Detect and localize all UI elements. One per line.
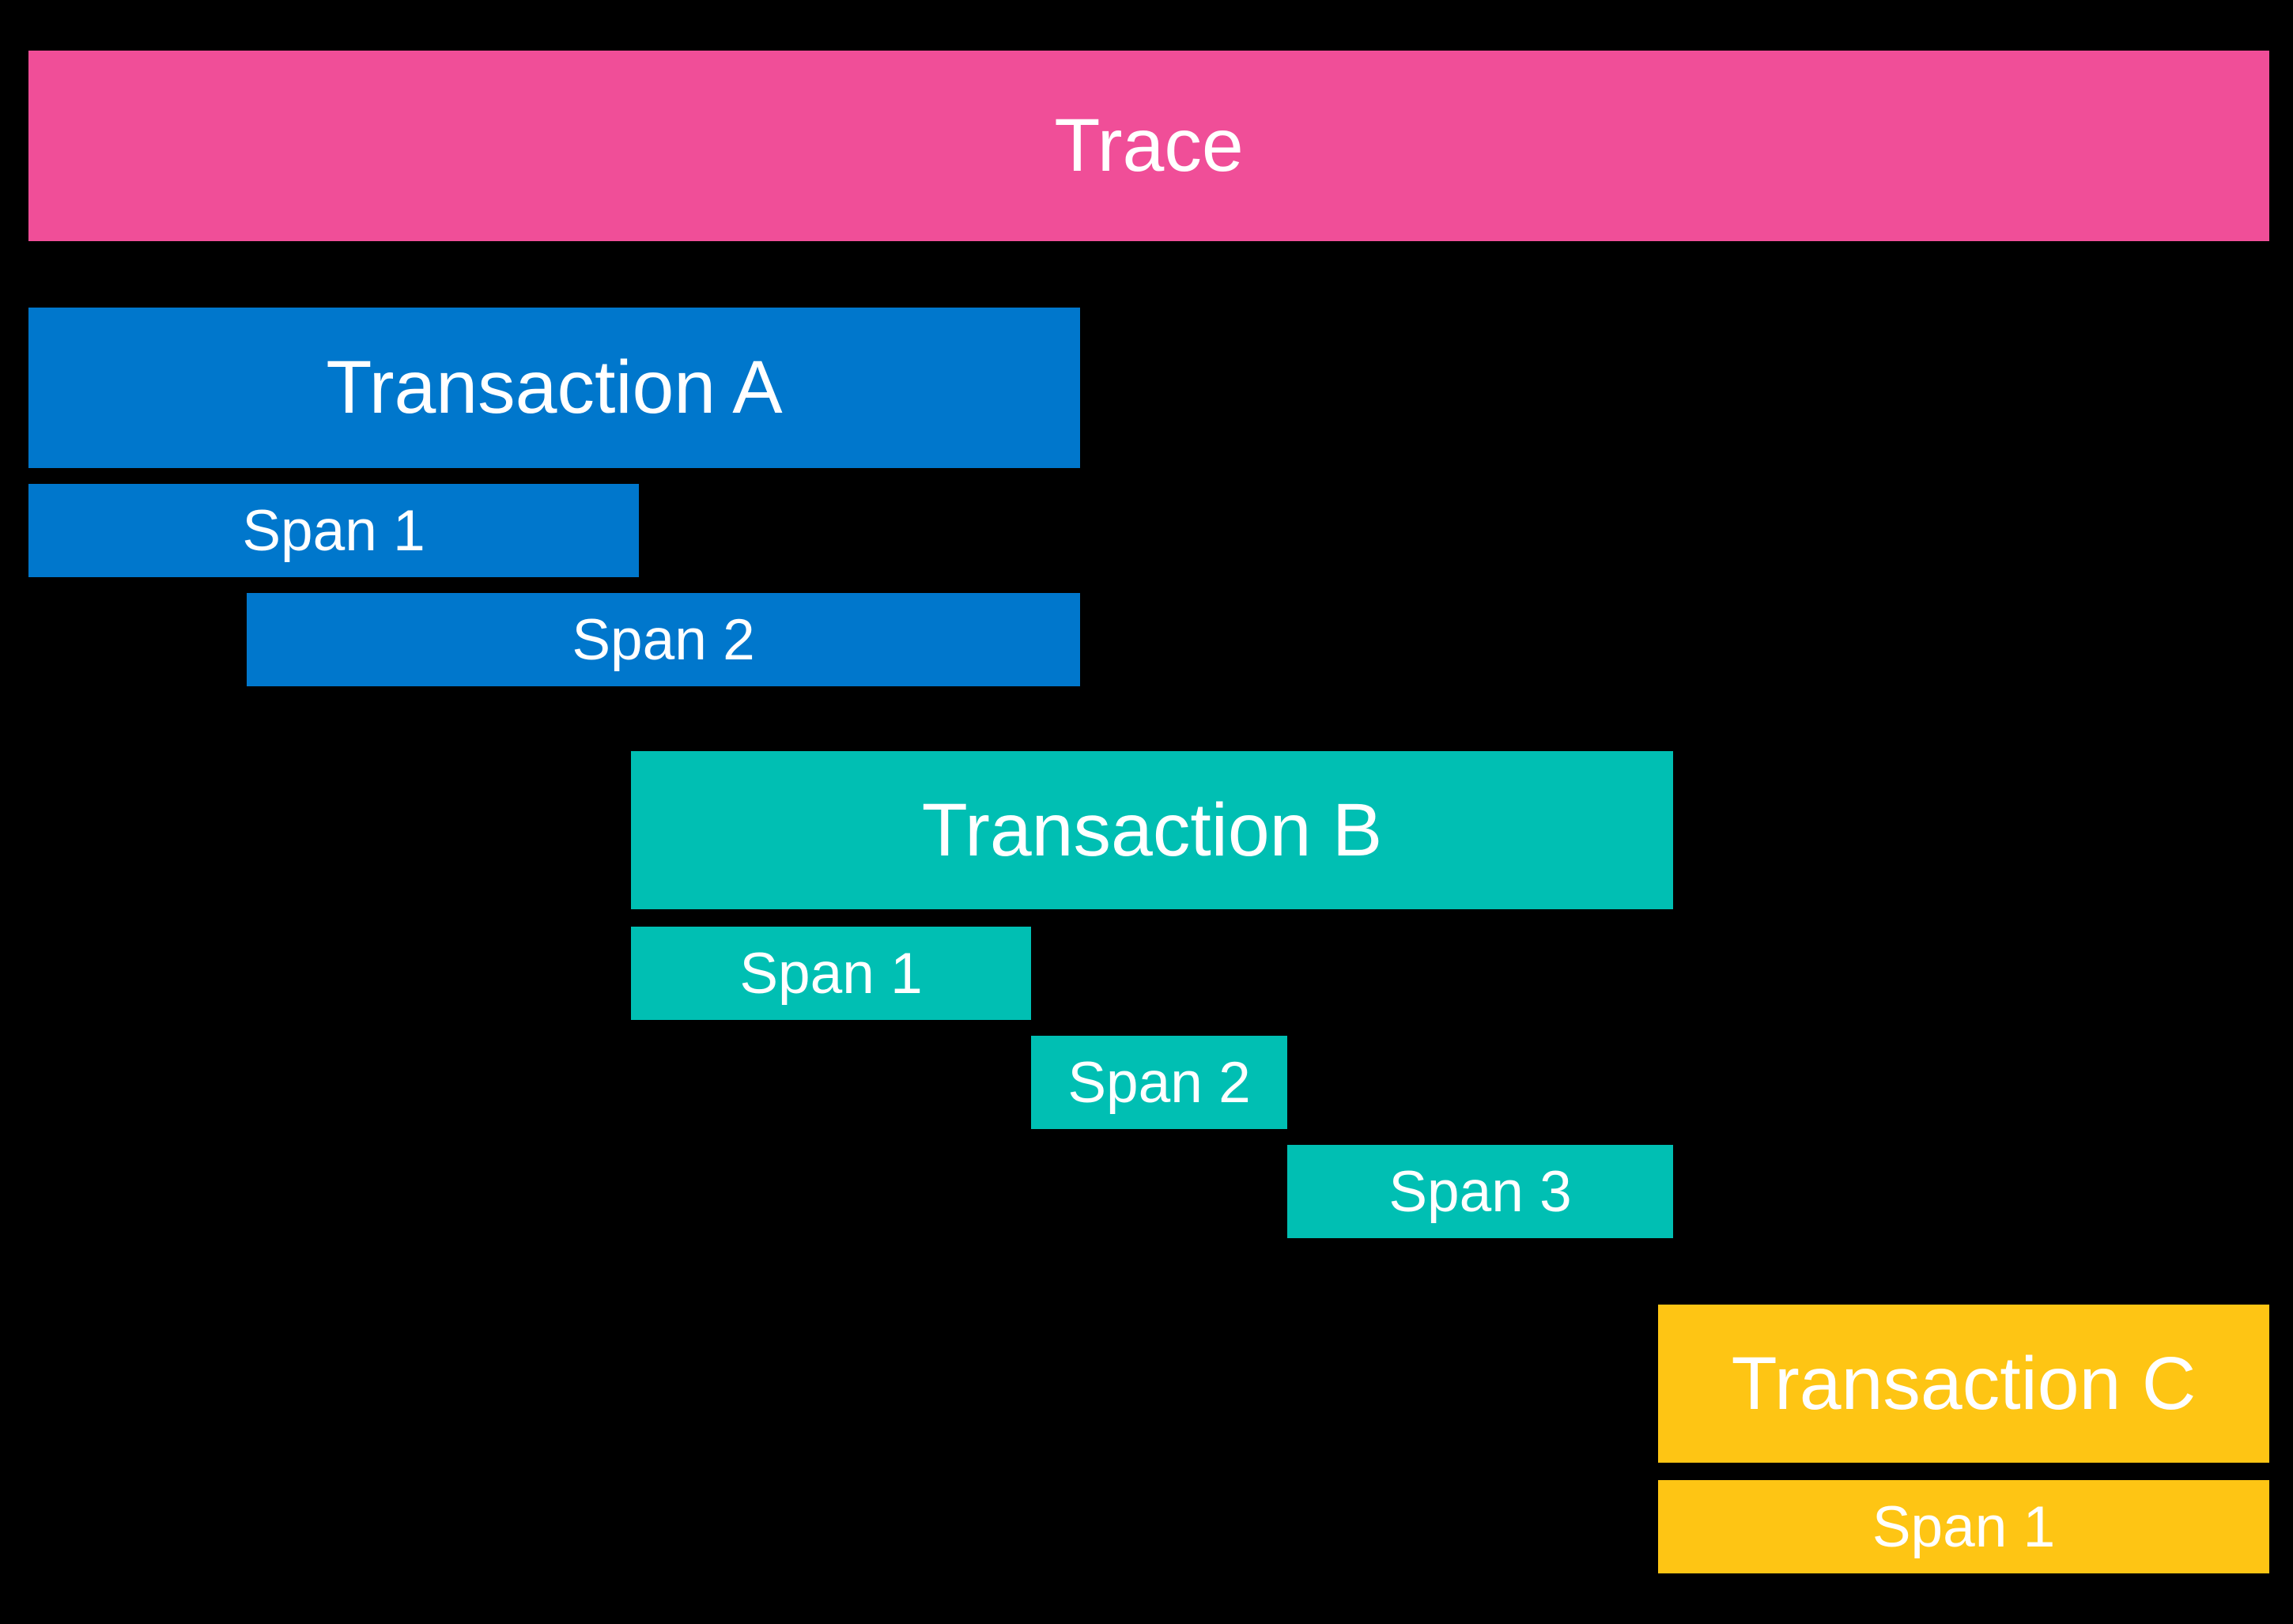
transaction-b-bar: Transaction B: [631, 751, 1673, 909]
trace-bar: Trace: [28, 51, 2269, 241]
transaction-c-bar: Transaction C: [1658, 1305, 2269, 1463]
transaction-c-span-1-label: Span 1: [1872, 1494, 2056, 1559]
transaction-a-span-1-bar: Span 1: [28, 484, 639, 577]
transaction-a-span-1-label: Span 1: [242, 498, 425, 563]
transaction-b-span-3-bar: Span 3: [1287, 1145, 1673, 1238]
transaction-a-span-2-bar: Span 2: [247, 593, 1080, 686]
transaction-b-span-3-label: Span 3: [1388, 1159, 1572, 1224]
transaction-c-label: Transaction C: [1731, 1341, 2197, 1426]
transaction-c-span-1-bar: Span 1: [1658, 1480, 2269, 1573]
transaction-a-span-2-label: Span 2: [572, 607, 755, 672]
transaction-b-span-1-label: Span 1: [739, 941, 923, 1006]
transaction-a-label: Transaction A: [326, 346, 783, 429]
transaction-b-span-2-bar: Span 2: [1031, 1036, 1287, 1129]
transaction-b-span-2-label: Span 2: [1067, 1050, 1251, 1115]
transaction-a-bar: Transaction A: [28, 308, 1080, 468]
transaction-b-label: Transaction B: [921, 787, 1383, 872]
transaction-b-span-1-bar: Span 1: [631, 927, 1031, 1020]
trace-label: Trace: [1054, 104, 1244, 187]
